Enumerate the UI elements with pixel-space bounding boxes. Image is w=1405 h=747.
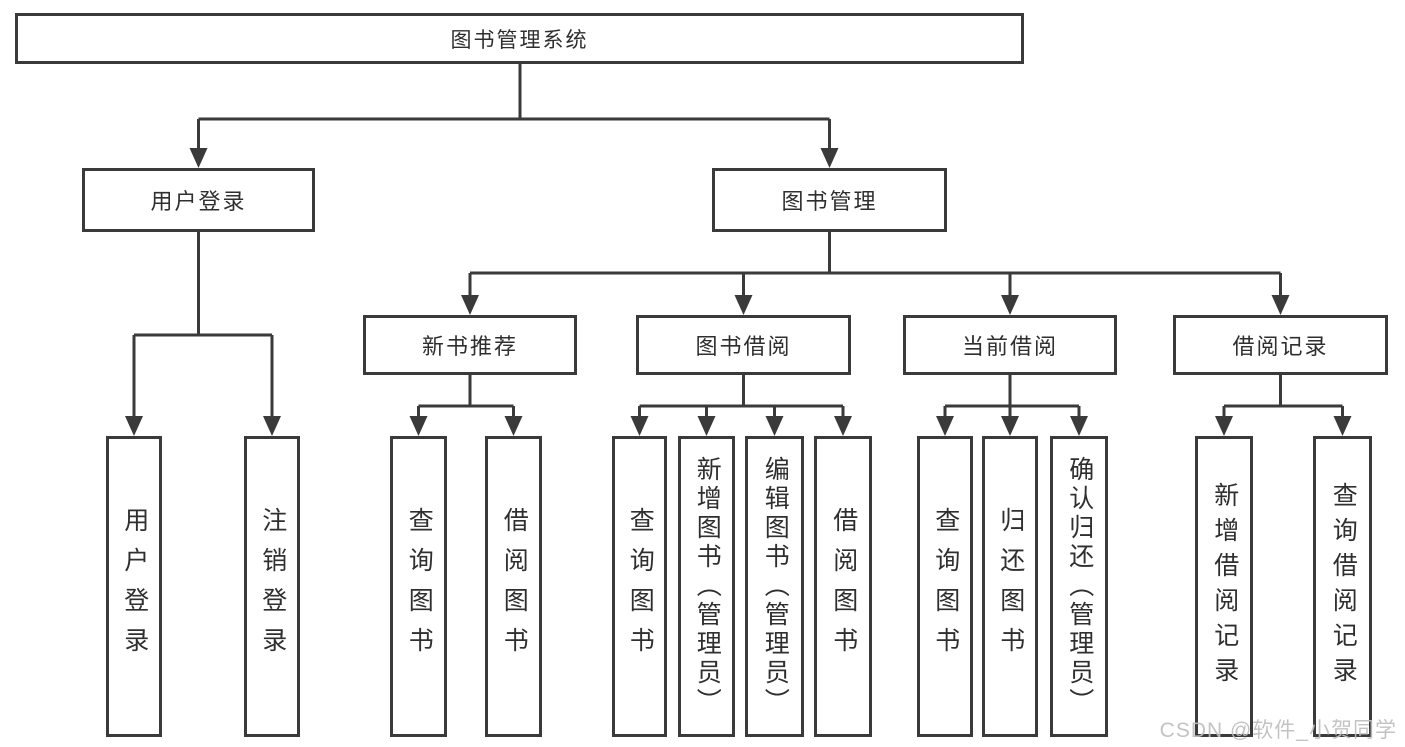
leaf-label: 新增图书（管理员） xyxy=(693,456,722,717)
leaf-cb-confirm-return-admin: 确认归还（管理员） xyxy=(1050,436,1108,737)
node-label: 图书借阅 xyxy=(695,334,792,359)
watermark-csdn: CSDN @软件_小贺同学 xyxy=(1159,719,1397,742)
leaf-label: 新增借阅记录 xyxy=(1210,481,1239,692)
leaf-bb-borrow-books: 借阅图书 xyxy=(814,436,872,737)
leaf-label: 用户登录 xyxy=(120,506,149,667)
leaf-label: 借阅图书 xyxy=(500,506,529,667)
node-library-management-system: 图书管理系统 xyxy=(15,13,1024,64)
node-label: 当前借阅 xyxy=(961,334,1058,359)
leaf-logout: 注销登录 xyxy=(244,436,300,737)
node-label: 借阅记录 xyxy=(1232,334,1329,359)
leaf-label: 注销登录 xyxy=(258,506,287,667)
leaf-br-add-borrow-record: 新增借阅记录 xyxy=(1195,436,1253,737)
leaf-cb-return-books: 归还图书 xyxy=(982,436,1038,737)
leaf-label: 借阅图书 xyxy=(829,506,858,667)
node-new-book-recommend: 新书推荐 xyxy=(363,315,577,375)
node-label: 图书管理系统 xyxy=(450,28,589,52)
leaf-user-login: 用户登录 xyxy=(106,436,162,737)
leaf-br-query-borrow-record: 查询借阅记录 xyxy=(1313,436,1372,737)
node-label: 新书推荐 xyxy=(421,334,518,359)
node-book-borrowing: 图书借阅 xyxy=(636,315,851,375)
leaf-label: 确认归还（管理员） xyxy=(1065,456,1094,717)
leaf-label: 查询图书 xyxy=(405,506,434,667)
node-label: 图书管理 xyxy=(781,189,878,214)
node-label: 用户登录 xyxy=(150,189,247,214)
leaf-label: 查询借阅记录 xyxy=(1329,481,1358,692)
leaf-label: 查询图书 xyxy=(626,506,655,667)
node-borrowing-records: 借阅记录 xyxy=(1173,315,1388,375)
leaf-nbr-query-books: 查询图书 xyxy=(390,436,447,737)
leaf-bb-edit-books-admin: 编辑图书（管理员） xyxy=(745,436,804,737)
leaf-cb-query-books: 查询图书 xyxy=(917,436,973,737)
leaf-bb-add-books-admin: 新增图书（管理员） xyxy=(678,436,735,737)
node-book-management: 图书管理 xyxy=(712,168,947,232)
leaf-label: 编辑图书（管理员） xyxy=(761,456,790,717)
node-current-borrowing: 当前借阅 xyxy=(903,315,1117,375)
leaf-bb-query-books: 查询图书 xyxy=(612,436,667,737)
leaf-label: 归还图书 xyxy=(996,506,1025,667)
node-user-login: 用户登录 xyxy=(82,168,315,232)
leaf-label: 查询图书 xyxy=(931,506,960,667)
leaf-nbr-borrow-books: 借阅图书 xyxy=(485,436,542,737)
